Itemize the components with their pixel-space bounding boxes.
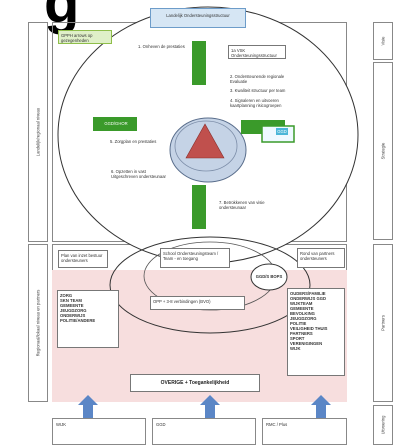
green-bar-bottom [192, 185, 206, 229]
left-side-label-bottom: Regionaal/lokaal niveau en partners [28, 244, 48, 402]
right-side-label-1: Visie [373, 22, 393, 60]
bottom-box-2: GGD [152, 418, 256, 445]
right-side-label-2: Strategie [373, 62, 393, 240]
lower-list-left: ZORG SKN TEAM GEMEENTE JEUGDZORG ONDERWI… [57, 290, 119, 348]
circle-item-5: 5. Zorgplan en prestaties [110, 139, 157, 144]
circle-list-2: 2. Ondersteunende regionale Evaluatie [230, 74, 285, 84]
green-bar-left [93, 117, 137, 131]
small-oval-label: GGD/S BOPS [255, 274, 283, 279]
lower-middle-box: School Ondersteuningsteam / Team - en to… [160, 248, 230, 268]
circle-item-6: 6. Opzetten in vast Uitgeschreven onders… [111, 169, 166, 179]
green-bar-top [192, 41, 206, 85]
right-badge-cyan [276, 128, 288, 135]
left-green-bar-label: GGD/GHOR [104, 121, 128, 126]
top-badge: Landelijk Ondersteuningsstructuur [150, 8, 246, 28]
lower-mid-text: OPP + 3-8 verbindingen (BVO) [150, 296, 245, 310]
bottom-label: OVERIGE + Toegankelijkheid [130, 374, 260, 392]
lower-left-box: Plan van inzet bestuur ondersteuners [58, 250, 108, 268]
large-letter-g: g [44, 0, 80, 35]
center-triangle [185, 123, 225, 159]
center-disk-ring [174, 120, 238, 172]
bottom-box-1: WIJK [52, 418, 146, 445]
circle-list-4: 4. Signaleren en uitvoeren kaartplanning… [230, 98, 282, 108]
circle-list-3: 3. Kwaliteit structuur per team [230, 88, 286, 93]
small-oval [250, 263, 288, 291]
lower-inner-oval [109, 236, 311, 334]
circle-item-1: 1. Onheven de prestaties [138, 44, 185, 49]
right-side-label-3: Partners [373, 244, 393, 402]
right-badge-label: GGD [277, 129, 287, 134]
bottom-box-3: RMC / Plus [262, 418, 347, 445]
left-side-label-top: Landelijk/regionaal niveau [28, 22, 48, 242]
circle-right-box: 1a VSK Ondersteuningsstructuur [228, 45, 286, 59]
green-note: GPPH arrows op gezegenheden [58, 30, 112, 44]
lower-right-box: Rond van partners ondersteuners [297, 248, 345, 268]
circle-item-7: 7. Betrokkenen van visie ondersteunaar [219, 200, 265, 210]
lower-list-right: OUDERS/FAMILIE ONDERWIJS GGD WIJKTEAM GE… [287, 288, 345, 376]
